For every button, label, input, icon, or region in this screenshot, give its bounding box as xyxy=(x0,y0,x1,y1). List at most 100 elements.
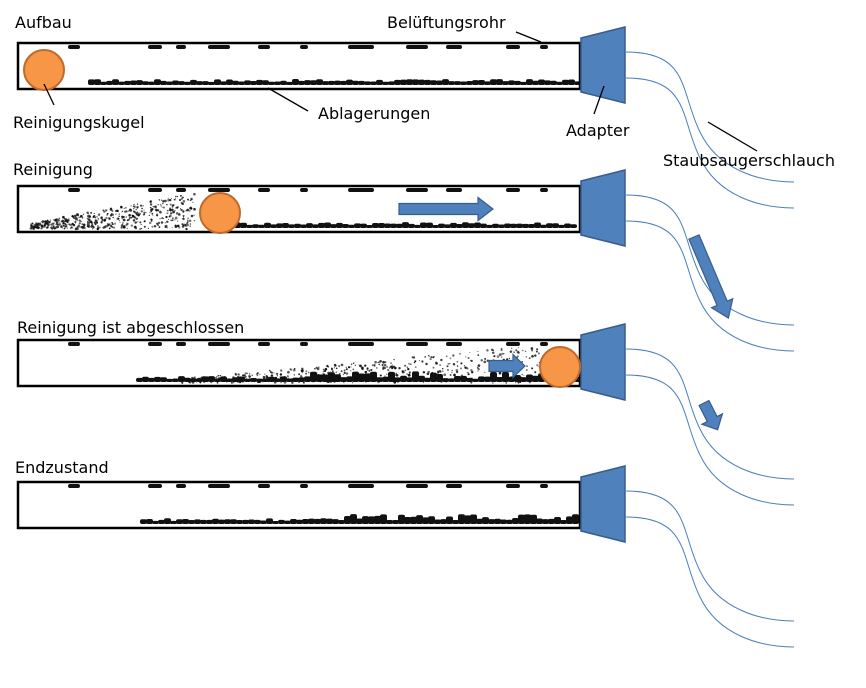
deposit-blob xyxy=(462,222,469,228)
dust-particle xyxy=(173,198,175,201)
dust-particle xyxy=(525,356,528,358)
dust-particle xyxy=(162,206,165,209)
dust-particle xyxy=(269,369,271,372)
deposit-blob xyxy=(440,519,447,524)
dust-particle xyxy=(429,376,432,379)
dust-particle xyxy=(230,381,233,384)
deposit-blob xyxy=(106,80,113,85)
dust-particle xyxy=(204,378,206,381)
deposit-blob xyxy=(368,516,375,524)
dust-particle xyxy=(368,377,370,379)
hose-line xyxy=(625,194,795,326)
deposit-blob xyxy=(558,224,565,228)
dust-particle xyxy=(335,367,338,370)
dust-particle xyxy=(137,214,140,217)
deposit-blob xyxy=(406,79,413,85)
dust-particle xyxy=(71,222,74,225)
dust-particle xyxy=(120,226,123,229)
dust-particle xyxy=(286,375,289,378)
dust-particle xyxy=(120,206,123,209)
deposit-blob xyxy=(376,377,383,382)
deposit-blob xyxy=(166,378,173,382)
dust-particle xyxy=(513,351,516,354)
dust-particle xyxy=(40,221,42,223)
deposit-blob xyxy=(544,80,551,85)
dust-particle xyxy=(169,207,171,210)
dust-particle xyxy=(160,199,163,201)
dust-particle xyxy=(64,225,67,228)
dust-particle xyxy=(283,381,287,384)
dust-particle xyxy=(210,381,213,384)
dust-particle xyxy=(125,216,128,218)
deposit-blob xyxy=(468,223,475,228)
dust-particle xyxy=(317,374,320,377)
deposit-blob xyxy=(442,79,449,85)
panel-title-setup: Aufbau xyxy=(15,13,72,32)
dust-particle xyxy=(333,379,336,383)
dust-particle xyxy=(535,350,538,353)
dust-particle xyxy=(445,355,448,358)
dust-particle xyxy=(122,222,124,224)
dust-particle xyxy=(503,375,506,378)
dust-particle xyxy=(180,380,182,383)
deposit-blob xyxy=(262,80,269,85)
dust-particle xyxy=(531,354,534,358)
dust-particle xyxy=(465,377,467,379)
deposit-blob xyxy=(422,517,429,524)
dust-particle xyxy=(437,370,439,373)
dust-particle xyxy=(234,372,237,375)
dust-particle xyxy=(413,372,415,374)
dust-particle xyxy=(104,209,107,212)
dust-particle xyxy=(510,376,513,379)
pipe-layer xyxy=(16,26,626,543)
deposit-blob xyxy=(506,484,520,488)
dust-particle xyxy=(421,360,424,363)
panel-title-cleaning: Reinigung xyxy=(13,160,93,179)
deposit-blob xyxy=(152,520,159,524)
deposit-blob xyxy=(538,79,545,85)
dust-particle xyxy=(54,218,58,222)
dust-particle xyxy=(170,197,173,200)
deposit-blob xyxy=(438,223,445,228)
dust-particle xyxy=(476,366,479,369)
vacuum-hose-lines xyxy=(625,51,795,648)
deposit-blob xyxy=(400,79,407,85)
dust-particle xyxy=(384,375,386,377)
dust-particle xyxy=(192,201,194,203)
dust-particle xyxy=(223,376,226,378)
dust-particle xyxy=(215,377,217,379)
deposit-blob xyxy=(196,81,203,85)
deposit-blob xyxy=(560,519,567,524)
dust-particle xyxy=(469,351,471,354)
dust-particle xyxy=(217,374,220,377)
dust-particle xyxy=(126,219,129,222)
dust-particle xyxy=(379,374,382,377)
dust-particle xyxy=(377,361,379,364)
dust-particle xyxy=(134,225,137,229)
dust-particle xyxy=(460,374,464,377)
dust-particle xyxy=(189,225,191,227)
dust-particle xyxy=(157,208,160,211)
dust-particle xyxy=(327,365,330,368)
dust-particle xyxy=(217,379,220,382)
deposit-blob xyxy=(202,81,209,85)
deposit-blob xyxy=(100,81,107,85)
dust-particle xyxy=(133,203,135,206)
dust-particle xyxy=(326,365,328,368)
dust-particle xyxy=(322,370,325,373)
dust-particle xyxy=(111,210,114,212)
deposit-blob xyxy=(528,223,535,228)
deposit-blob xyxy=(484,376,491,382)
dust-particle xyxy=(130,216,133,219)
dust-particle xyxy=(51,225,53,227)
label-deposits: Ablagerungen xyxy=(318,104,431,123)
deposit-blob xyxy=(404,516,411,524)
dust-particle xyxy=(143,209,145,211)
deposit-blob xyxy=(68,484,80,488)
deposit-blob xyxy=(482,517,489,524)
dust-particle xyxy=(79,226,82,228)
deposit-blob xyxy=(540,342,548,346)
flow-arrows xyxy=(398,196,734,431)
dust-particle xyxy=(257,380,260,384)
deposit-blob xyxy=(424,377,431,382)
